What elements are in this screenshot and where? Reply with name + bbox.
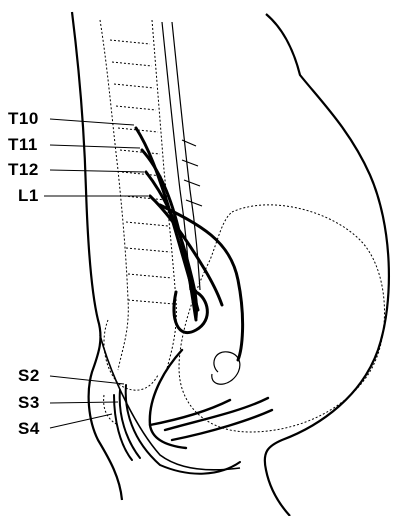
leader-s4 xyxy=(50,414,112,428)
label-s2: S2 xyxy=(18,367,40,384)
uterus xyxy=(179,205,384,432)
leader-t12 xyxy=(50,170,144,172)
abdomen-contour xyxy=(265,14,389,516)
nerve-loop xyxy=(174,292,207,333)
label-t11: T11 xyxy=(8,136,38,153)
nerve-to-uterus xyxy=(160,205,243,360)
leader-t10 xyxy=(50,119,134,125)
label-s3: S3 xyxy=(18,394,40,411)
leader-s2 xyxy=(50,376,124,384)
leader-lines xyxy=(44,119,148,428)
pelvic-nerves xyxy=(150,350,272,448)
leader-s3 xyxy=(50,402,118,403)
sacral-nerves xyxy=(114,385,240,474)
back-contour xyxy=(72,12,122,500)
label-l1: L1 xyxy=(18,187,39,204)
label-t12: T12 xyxy=(8,161,39,178)
label-s4: S4 xyxy=(18,420,40,437)
vertebral-column xyxy=(100,20,176,425)
cervix-curl xyxy=(212,352,240,384)
leader-t11 xyxy=(50,145,140,148)
label-t10: T10 xyxy=(8,110,39,127)
